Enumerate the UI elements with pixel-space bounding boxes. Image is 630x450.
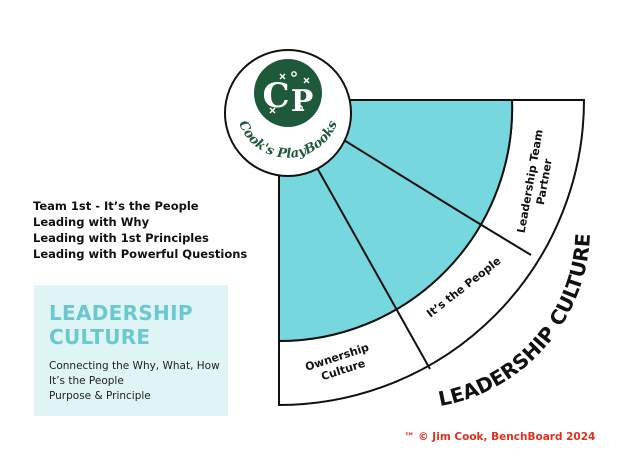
principles-list: Team 1st - It’s the People Leading with … <box>33 198 247 262</box>
leadership-culture-box: LEADERSHIP CULTURE Connecting the Why, W… <box>34 285 228 416</box>
info-box-lines: Connecting the Why, What, How It’s the P… <box>49 359 228 404</box>
info-box-title: LEADERSHIP CULTURE <box>49 301 193 349</box>
ring-divider-1 <box>397 311 431 370</box>
logo-badge <box>254 59 322 127</box>
principle-item: Leading with 1st Principles <box>33 231 209 245</box>
copyright-notice: ™ © Jim Cook, BenchBoard 2024 <box>404 431 596 443</box>
info-line: It’s the People <box>49 375 124 387</box>
logo: C P Cook's PlayBooks <box>224 49 352 177</box>
principle-item: Team 1st - It’s the People <box>33 199 199 213</box>
logo-monogram-c: C <box>262 76 289 116</box>
logo-monogram-p: P <box>291 84 314 119</box>
logo-play-marks-icon <box>269 71 310 114</box>
principle-item: Leading with Why <box>33 215 150 229</box>
ring-divider-2 <box>469 217 532 256</box>
info-line: Connecting the Why, What, How <box>49 360 220 372</box>
teal-core <box>278 99 514 343</box>
principle-item: Leading with Powerful Questions <box>33 247 248 261</box>
info-line: Purpose & Principle <box>49 390 151 402</box>
